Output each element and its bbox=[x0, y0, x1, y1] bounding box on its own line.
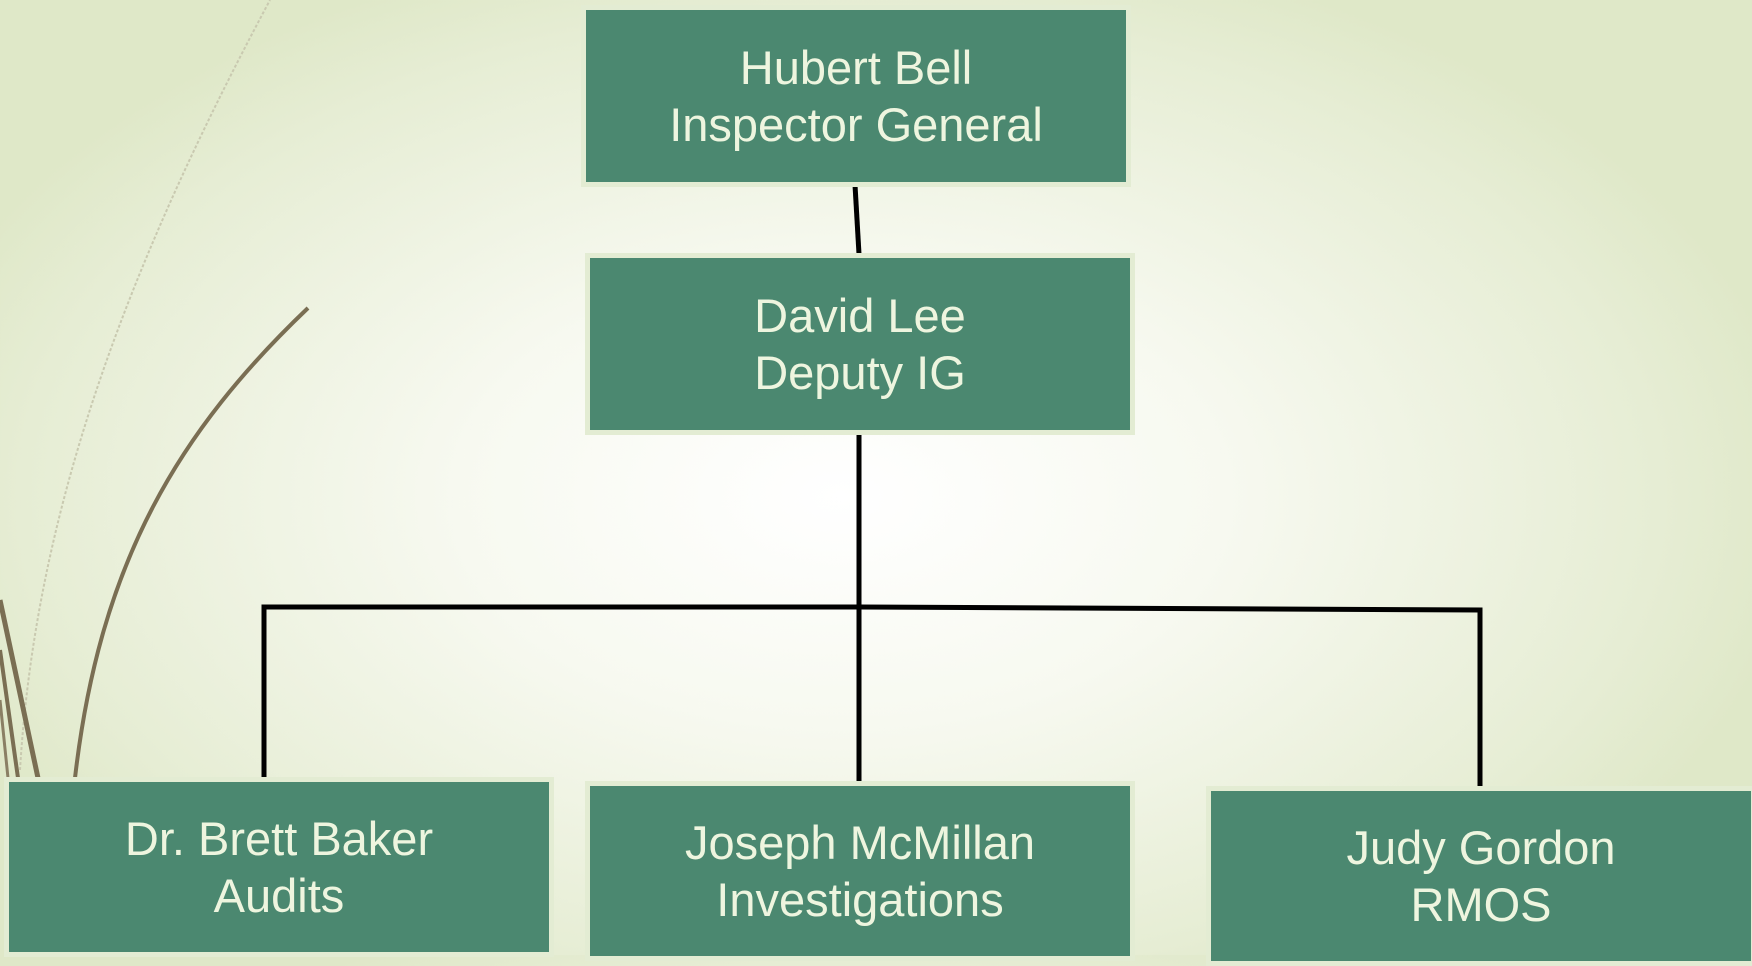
person-name: Dr. Brett Baker bbox=[124, 812, 434, 865]
org-box-deputy-ig: David Lee Deputy IG bbox=[585, 253, 1135, 435]
person-name: David Lee bbox=[754, 289, 966, 342]
connector-ig-to-deputy bbox=[852, 184, 862, 255]
grass-blade-large bbox=[73, 306, 310, 779]
grass-blade-left-2 bbox=[0, 649, 20, 779]
person-title: Audits bbox=[213, 869, 345, 922]
org-box-investigations: Joseph McMillan Investigations bbox=[585, 781, 1135, 961]
person-title: RMOS bbox=[1410, 878, 1552, 931]
person-title: Deputy IG bbox=[754, 346, 966, 399]
person-name: Hubert Bell bbox=[739, 41, 973, 94]
person-title: Investigations bbox=[716, 873, 1004, 926]
org-box-audits: Dr. Brett Baker Audits bbox=[4, 777, 554, 957]
grass-blade-faint bbox=[19, 0, 271, 771]
connector-horizontal-bus bbox=[261, 604, 1483, 786]
org-box-inspector-general: Hubert Bell Inspector General bbox=[581, 5, 1131, 187]
grass-blade-left-3 bbox=[0, 699, 10, 779]
person-title: Inspector General bbox=[669, 98, 1043, 151]
org-box-rmos: Judy Gordon RMOS bbox=[1206, 786, 1752, 966]
person-name: Judy Gordon bbox=[1346, 821, 1616, 874]
person-name: Joseph McMillan bbox=[684, 816, 1036, 869]
grass-blade-left-1 bbox=[0, 599, 41, 779]
